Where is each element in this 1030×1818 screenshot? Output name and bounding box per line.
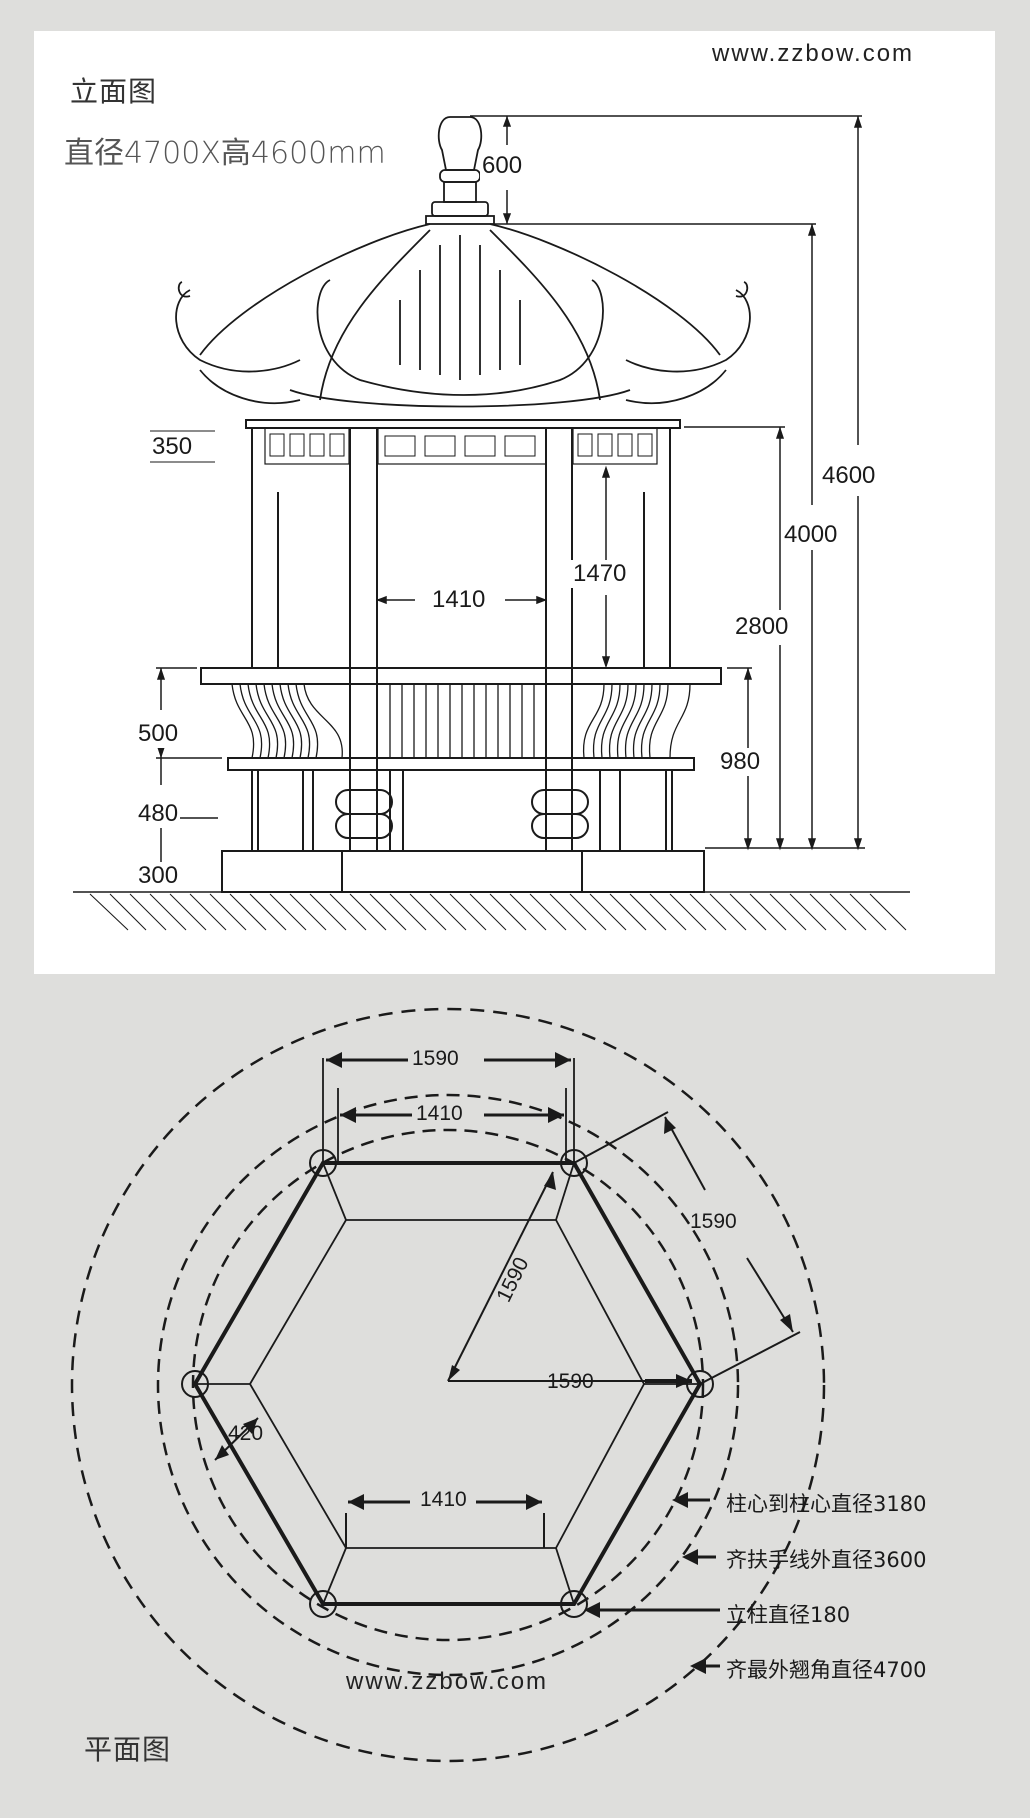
plan-dim-top-outer: 1590 <box>412 1047 459 1070</box>
dim-opening-width: 1410 <box>430 586 488 614</box>
dim-finial-height: 600 <box>480 152 525 180</box>
column-hexagon <box>192 1161 703 1606</box>
dim-platform-height: 300 <box>136 862 181 890</box>
plan-dim-radius-horizontal: 1590 <box>547 1370 594 1393</box>
dim-frieze-height: 350 <box>152 433 193 460</box>
column-center-circle <box>191 1128 705 1642</box>
curved-bench-left <box>231 683 343 759</box>
watermark-bottom: www.zzbow.com <box>346 1668 549 1695</box>
legend-column-center-diameter: 柱心到柱心直径3180 <box>726 1492 927 1516</box>
plan-dim-side: 1590 <box>690 1210 737 1233</box>
outer-eave-circle <box>70 1007 826 1763</box>
elevation-drawing <box>73 115 910 931</box>
dim-opening-height: 1470 <box>571 560 629 588</box>
curved-bench-right <box>582 683 691 759</box>
handrail-circle <box>156 1093 740 1677</box>
elevation-subtitle: 直径4700X高4600mm <box>64 136 386 171</box>
elevation-panel <box>34 31 995 974</box>
dim-seat-total-height: 980 <box>718 748 763 776</box>
dim-roof-base-height: 4000 <box>782 521 840 549</box>
bench-top <box>200 667 722 685</box>
seat-board <box>227 757 695 771</box>
plan-title: 平面图 <box>84 1733 172 1766</box>
legend-column-diameter: 立柱直径180 <box>726 1603 851 1627</box>
watermark-top: www.zzbow.com <box>712 40 915 67</box>
dim-seat-back-height: 500 <box>136 720 181 748</box>
plan-dim-top-inner: 1410 <box>416 1102 463 1125</box>
finial <box>425 116 495 225</box>
ground-hatch <box>89 893 907 931</box>
dim-column-height: 2800 <box>733 613 791 641</box>
dim-seat-height: 480 <box>136 800 181 828</box>
elevation-title: 立面图 <box>70 75 158 108</box>
legend-handrail-diameter: 齐扶手线外直径3600 <box>726 1548 927 1572</box>
plan-dim-bottom-inner: 1410 <box>420 1488 467 1511</box>
roof <box>175 223 751 408</box>
dim-total-height: 4600 <box>820 462 878 490</box>
legend-outer-eave-diameter: 齐最外翘角直径4700 <box>726 1658 927 1682</box>
plan-dim-seat-depth: 420 <box>228 1422 264 1445</box>
stone-platform <box>221 850 705 893</box>
